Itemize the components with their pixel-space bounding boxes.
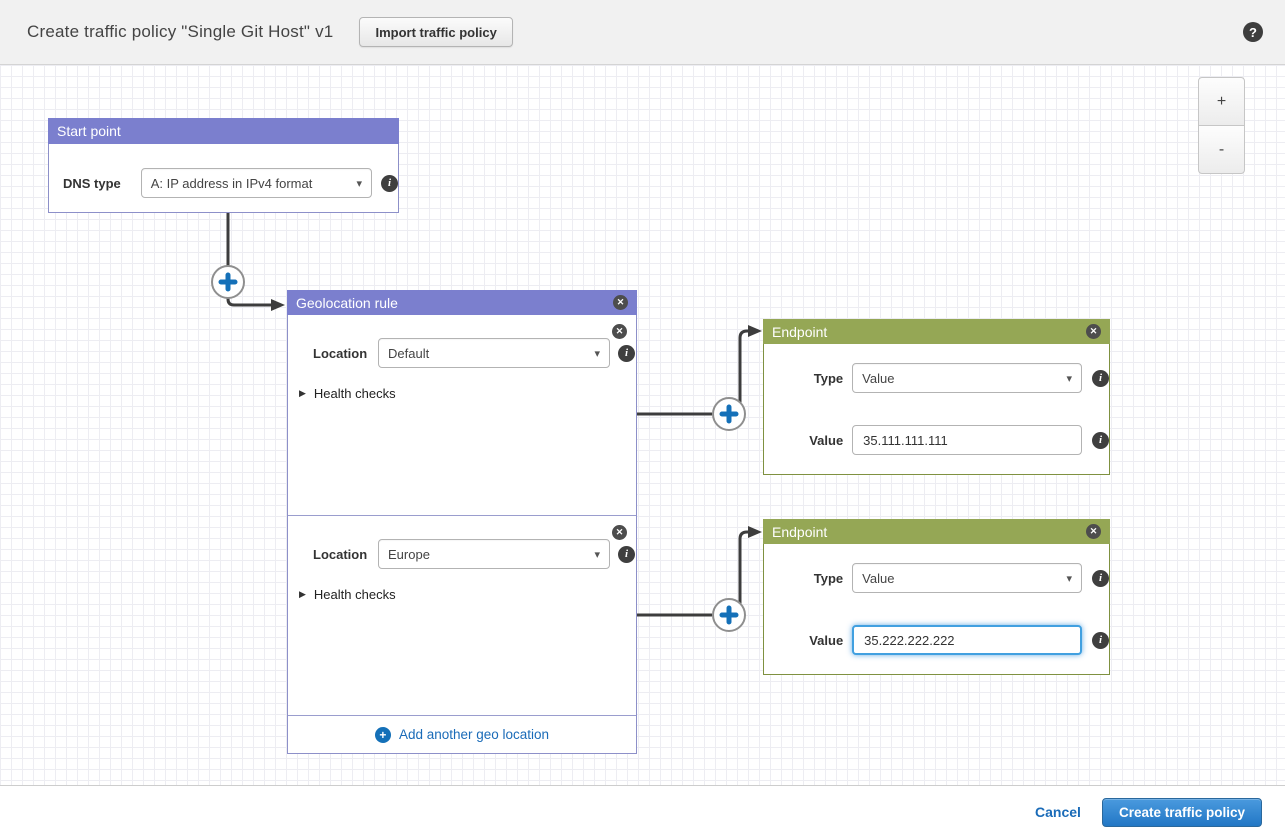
- chevron-down-icon: ▾: [594, 548, 600, 561]
- geolocation-rule-title: Geolocation rule: [296, 294, 398, 311]
- endpoint-value-info-icon[interactable]: i: [1092, 431, 1109, 449]
- geo-section-close-icon[interactable]: ✕: [612, 525, 627, 540]
- start-point-box: Start point DNS type A: IP address in IP…: [48, 118, 399, 213]
- connector-plus-icon-endpoint-2[interactable]: [712, 598, 746, 632]
- endpoint-value-input[interactable]: [852, 425, 1082, 455]
- page-title: Create traffic policy "Single Git Host" …: [27, 22, 334, 41]
- location-info-icon[interactable]: i: [618, 545, 635, 563]
- chevron-down-icon: ▾: [594, 347, 600, 360]
- endpoint-title: Endpoint: [772, 523, 828, 540]
- endpoint-value-label: Value: [809, 432, 844, 448]
- endpoint-type-selected-value: Value: [862, 370, 895, 386]
- geo-section-close-icon[interactable]: ✕: [612, 324, 627, 339]
- endpoint-close-icon[interactable]: ✕: [1086, 324, 1101, 339]
- location-selected-value: Default: [388, 345, 430, 361]
- endpoint-box-2: Endpoint ✕ Type Value ▾ i Value i: [763, 519, 1110, 675]
- dns-type-label: DNS type: [63, 175, 121, 191]
- create-traffic-policy-button[interactable]: Create traffic policy: [1101, 797, 1262, 827]
- endpoint-type-select[interactable]: Value ▾: [852, 563, 1082, 593]
- import-traffic-policy-button[interactable]: Import traffic policy: [359, 17, 513, 47]
- connector-plus-icon-start[interactable]: [211, 265, 245, 299]
- page-header: Create traffic policy "Single Git Host" …: [0, 0, 1285, 65]
- chevron-down-icon: ▾: [1066, 372, 1072, 385]
- endpoint-type-select[interactable]: Value ▾: [852, 363, 1082, 393]
- geolocation-rule-header: Geolocation rule ✕: [287, 290, 637, 315]
- location-select-default[interactable]: Default ▾: [378, 338, 610, 368]
- endpoint-type-selected-value: Value: [862, 570, 895, 586]
- start-point-title: Start point: [57, 123, 121, 139]
- connector-plus-icon-endpoint-1[interactable]: [712, 397, 746, 431]
- geolocation-rule-close-icon[interactable]: ✕: [613, 295, 628, 310]
- caret-right-icon: ▶: [299, 589, 306, 599]
- endpoint-type-info-icon[interactable]: i: [1092, 569, 1109, 587]
- endpoint-type-label: Type: [813, 370, 844, 386]
- zoom-out-button[interactable]: -: [1198, 125, 1245, 174]
- start-point-header: Start point: [48, 118, 399, 144]
- location-info-icon[interactable]: i: [618, 344, 635, 362]
- location-label: Location: [313, 546, 368, 562]
- dns-type-select[interactable]: A: IP address in IPv4 format ▾: [140, 168, 372, 198]
- endpoint-type-label: Type: [813, 570, 844, 586]
- add-geo-location-label: Add another geo location: [398, 727, 550, 742]
- endpoint-type-info-icon[interactable]: i: [1092, 369, 1109, 387]
- endpoint-value-label: Value: [809, 632, 844, 648]
- dns-type-selected-value: A: IP address in IPv4 format: [150, 175, 313, 191]
- health-checks-toggle[interactable]: ▶ Health checks: [299, 587, 396, 602]
- location-select-europe[interactable]: Europe ▾: [378, 539, 610, 569]
- chevron-down-icon: ▾: [1066, 572, 1072, 585]
- endpoint-close-icon[interactable]: ✕: [1086, 524, 1101, 539]
- help-icon[interactable]: ?: [1243, 22, 1263, 42]
- policy-canvas[interactable]: + - Start point DNS type A: IP address i…: [0, 65, 1285, 785]
- geo-section-default: ✕ Location Default ▾ i ▶ Health checks: [288, 315, 636, 515]
- location-label: Location: [313, 345, 368, 361]
- geolocation-rule-box: Geolocation rule ✕ ✕ Location Default ▾ …: [287, 290, 637, 754]
- plus-circle-icon: +: [374, 726, 391, 743]
- endpoint-value-input-focused[interactable]: [852, 625, 1082, 655]
- endpoint-value-info-icon[interactable]: i: [1092, 631, 1109, 649]
- endpoint-header: Endpoint ✕: [763, 319, 1110, 344]
- action-footer: Cancel Create traffic policy: [0, 785, 1285, 838]
- health-checks-toggle[interactable]: ▶ Health checks: [299, 386, 396, 401]
- health-checks-label: Health checks: [313, 587, 396, 602]
- health-checks-label: Health checks: [313, 386, 396, 401]
- chevron-down-icon: ▾: [356, 177, 362, 190]
- geo-section-europe: ✕ Location Europe ▾ i ▶ Health checks: [288, 515, 636, 715]
- endpoint-header: Endpoint ✕: [763, 519, 1110, 544]
- endpoint-title: Endpoint: [772, 323, 828, 340]
- caret-right-icon: ▶: [299, 388, 306, 398]
- zoom-in-button[interactable]: +: [1198, 77, 1245, 126]
- cancel-button[interactable]: Cancel: [1035, 804, 1081, 820]
- endpoint-box-1: Endpoint ✕ Type Value ▾ i Value i: [763, 319, 1110, 475]
- canvas-zoom-controls: + -: [1198, 77, 1245, 174]
- dns-type-info-icon[interactable]: i: [381, 174, 398, 192]
- add-geo-location-button[interactable]: + Add another geo location: [288, 715, 636, 753]
- location-selected-value: Europe: [388, 546, 430, 562]
